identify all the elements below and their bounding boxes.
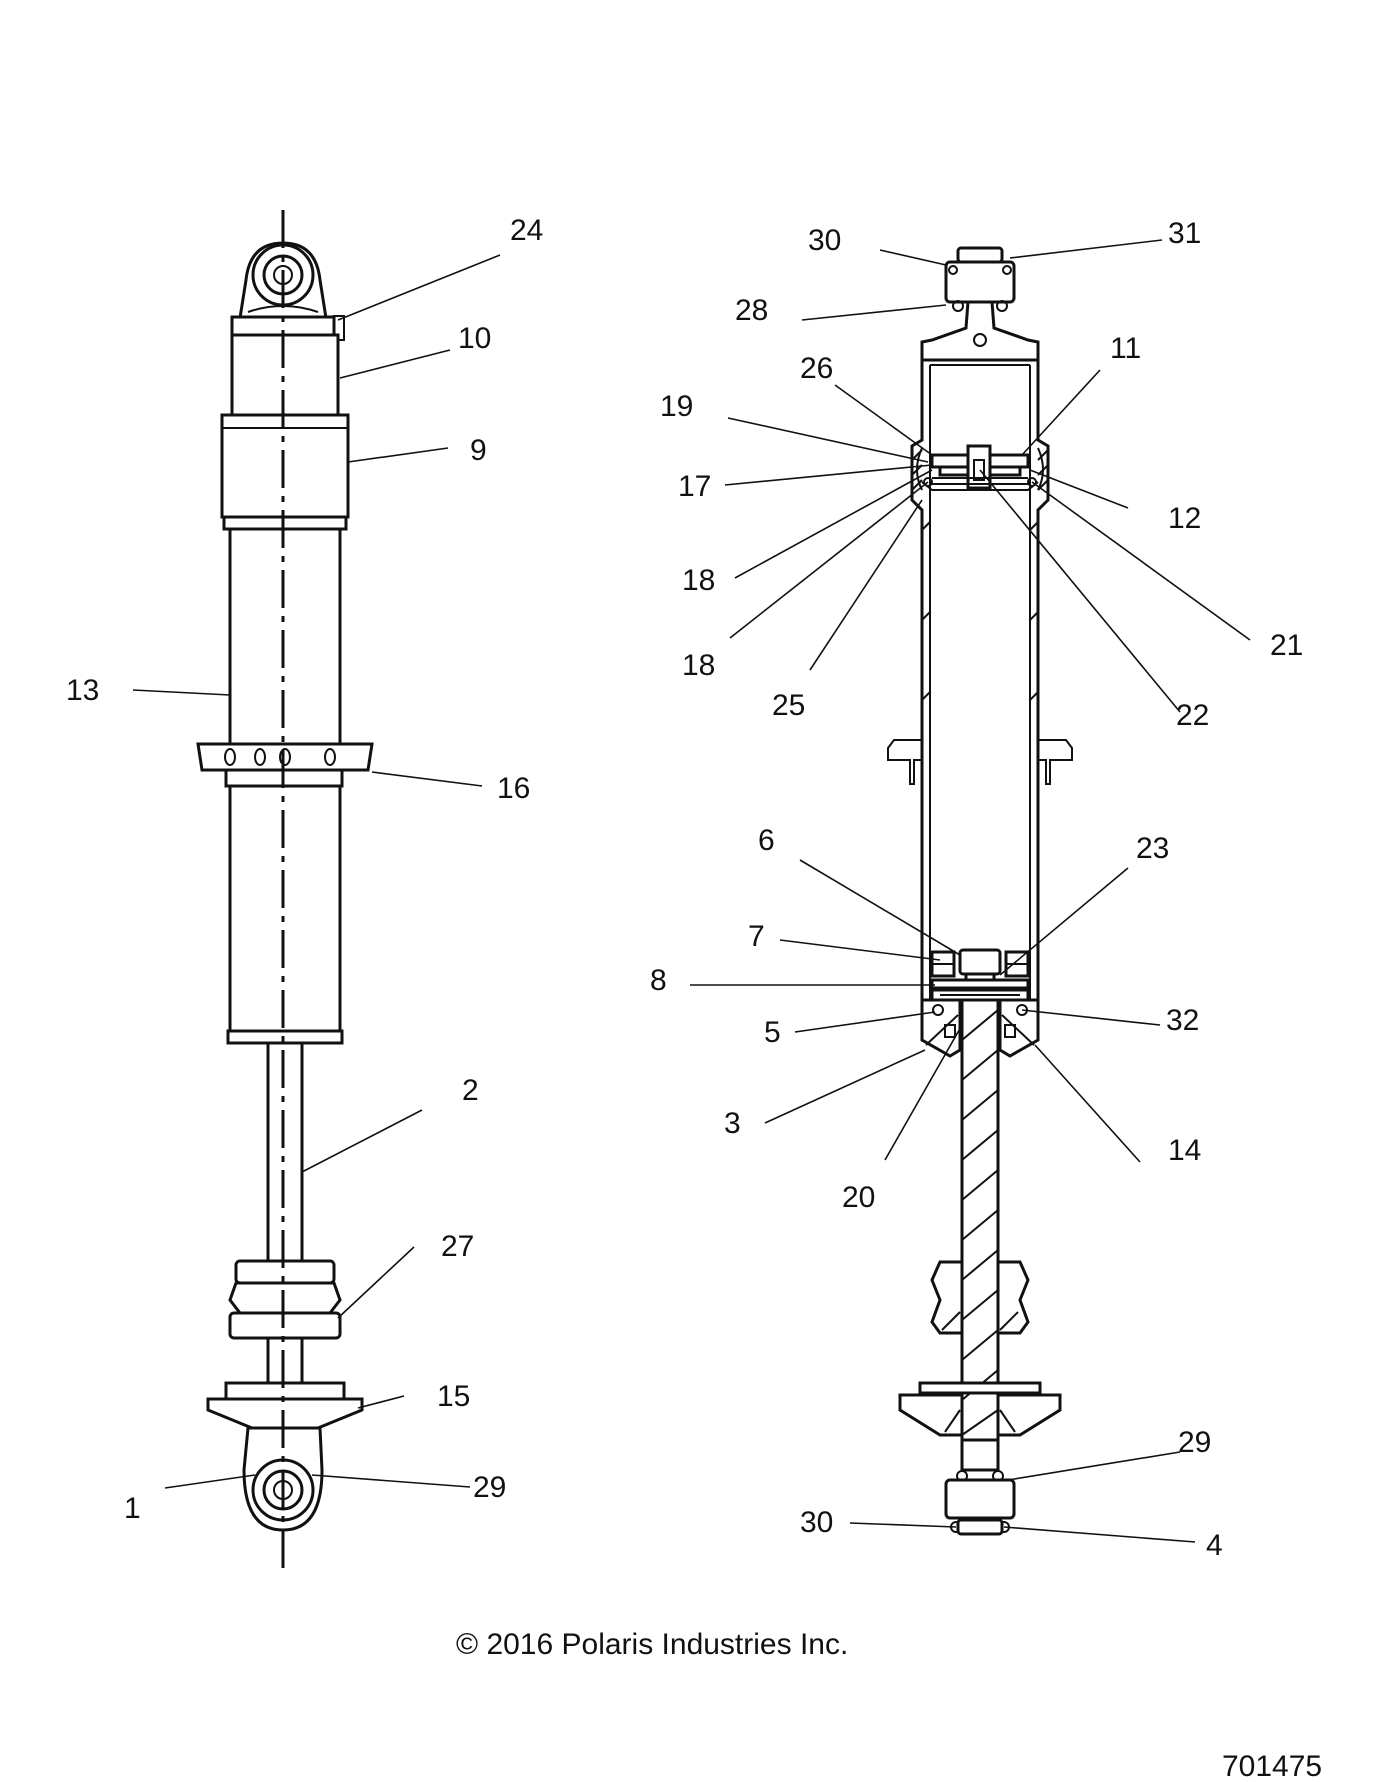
leader-lines: [132, 239, 1251, 1543]
body-tabs: [887, 739, 1073, 785]
callout-29-right: 29: [1178, 1426, 1211, 1459]
cutaway-shock-view: [887, 246, 1073, 1536]
adjuster-ring: [196, 742, 374, 788]
callout-16: 16: [497, 772, 530, 805]
body-tube-upper: [228, 527, 342, 746]
callout-15: 15: [437, 1380, 470, 1413]
callout-numbers: 24 10 9 13 16 2 27 15 1 29 30 31 28 26 1…: [66, 214, 1303, 1562]
callout-12: 12: [1168, 502, 1201, 535]
cap-body: [230, 333, 340, 417]
valve-stack: [916, 444, 1044, 491]
cutaway-spring-seat: [898, 1381, 1062, 1437]
callout-4: 4: [1206, 1529, 1223, 1562]
top-eyelet: [230, 241, 345, 341]
callout-7: 7: [748, 920, 765, 953]
callout-32: 32: [1166, 1004, 1199, 1037]
callout-23: 23: [1136, 832, 1169, 865]
callout-18-b: 18: [682, 649, 715, 682]
callout-6: 6: [758, 824, 775, 857]
callout-19: 19: [660, 390, 693, 423]
callout-27: 27: [441, 1230, 474, 1263]
callout-28: 28: [735, 294, 768, 327]
callout-13: 13: [66, 674, 99, 707]
callout-10: 10: [458, 322, 491, 355]
callout-20: 20: [842, 1181, 875, 1214]
callout-1: 1: [124, 1492, 141, 1525]
cutaway-bumper: [930, 1260, 1030, 1335]
callout-11: 11: [1110, 332, 1141, 365]
body-tube-lower: [228, 784, 342, 1033]
callout-24: 24: [510, 214, 543, 247]
callout-26: 26: [800, 352, 833, 385]
callout-2: 2: [462, 1074, 479, 1107]
copyright-notice: © 2016 Polaris Industries Inc.: [456, 1628, 848, 1661]
callout-18-a: 18: [682, 564, 715, 597]
outer-body: [910, 342, 1050, 1021]
cutaway-shaft: [960, 998, 1000, 1442]
callout-21: 21: [1270, 629, 1303, 662]
exterior-shock-view: [196, 210, 374, 1575]
callout-17: 17: [678, 470, 711, 503]
callout-14: 14: [1168, 1134, 1201, 1167]
callout-8: 8: [650, 964, 667, 997]
callout-22: 22: [1176, 699, 1209, 732]
bottom-fitting: [944, 1438, 1016, 1536]
seal-head: [920, 998, 1040, 1058]
bumper: [228, 1259, 342, 1340]
callout-25: 25: [772, 689, 805, 722]
callout-29-left: 29: [473, 1471, 506, 1504]
callout-5: 5: [764, 1016, 781, 1049]
callout-31: 31: [1168, 217, 1201, 250]
spring-seat: [206, 1381, 364, 1430]
callout-9: 9: [470, 434, 487, 467]
top-fitting: [920, 246, 1040, 362]
callout-3: 3: [724, 1107, 741, 1140]
callout-30-top: 30: [808, 224, 841, 257]
diagram-part-number: 701475: [1222, 1750, 1322, 1782]
shaft: [266, 1041, 304, 1427]
callout-30-bottom: 30: [800, 1506, 833, 1539]
collar: [220, 413, 350, 531]
